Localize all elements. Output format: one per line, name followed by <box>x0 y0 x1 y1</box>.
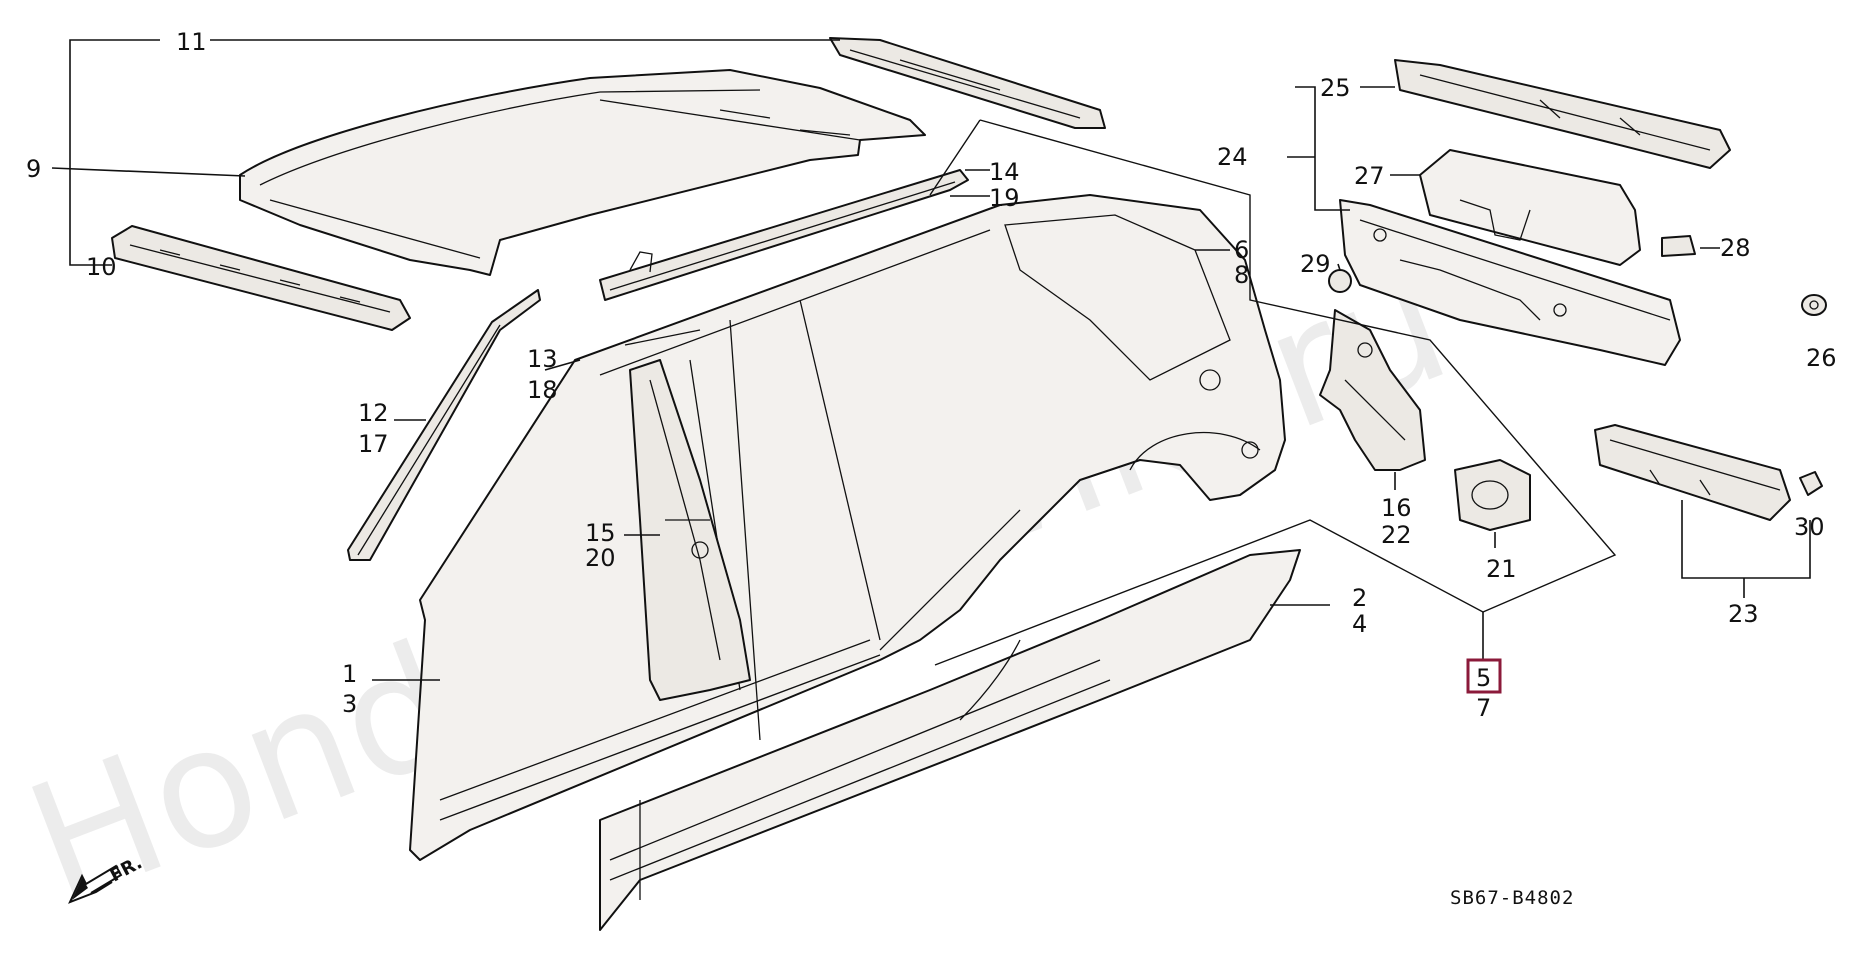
front-arrow-icon <box>68 864 123 904</box>
roof-panel-part <box>239 69 926 276</box>
callout-28[interactable]: 28 <box>1720 234 1751 262</box>
callout-19[interactable]: 19 <box>989 184 1020 212</box>
leader-lines <box>51 39 1811 681</box>
rear-upper-crossmember-part <box>1394 59 1731 169</box>
callouts: 11 9 10 12 17 13 18 14 19 6 8 15 20 1 3 … <box>26 28 1837 722</box>
callout-13[interactable]: 13 <box>527 345 558 373</box>
callout-9[interactable]: 9 <box>26 155 41 183</box>
nut-part <box>1799 471 1823 496</box>
callout-22[interactable]: 22 <box>1381 521 1412 549</box>
callout-6[interactable]: 6 <box>1234 236 1249 264</box>
wheelhouse-bracket-part <box>1319 309 1426 471</box>
callout-24[interactable]: 24 <box>1217 143 1248 171</box>
push-clip-part <box>1661 235 1696 257</box>
side-sill-part <box>599 549 1301 931</box>
callout-18[interactable]: 18 <box>527 376 558 404</box>
callout-15[interactable]: 15 <box>585 519 616 547</box>
drip-molding-part <box>347 289 541 561</box>
callout-26[interactable]: 26 <box>1806 344 1837 372</box>
rear-roof-rail-part <box>829 37 1106 129</box>
callout-21[interactable]: 21 <box>1486 555 1517 583</box>
callout-12[interactable]: 12 <box>358 399 389 427</box>
callout-30[interactable]: 30 <box>1794 513 1825 541</box>
clip-fastener-part <box>1328 269 1352 293</box>
callout-3[interactable]: 3 <box>342 690 357 718</box>
callout-7[interactable]: 7 <box>1476 694 1491 722</box>
roof-side-rail-part <box>599 169 969 301</box>
callout-8[interactable]: 8 <box>1234 261 1249 289</box>
outer-side-panel-part <box>409 194 1286 861</box>
callout-23[interactable]: 23 <box>1728 600 1759 628</box>
drawing-code: SB67-B4802 <box>1450 887 1574 909</box>
callout-17[interactable]: 17 <box>358 430 389 458</box>
callout-5[interactable]: 5 <box>1476 664 1491 692</box>
callout-27[interactable]: 27 <box>1354 162 1385 190</box>
callout-20[interactable]: 20 <box>585 544 616 572</box>
callout-14[interactable]: 14 <box>989 158 1020 186</box>
fuel-filler-housing-part <box>1454 459 1531 531</box>
center-pillar-part <box>629 359 751 701</box>
rear-inner-bracket-part <box>1419 149 1641 266</box>
rear-lower-bracket-part <box>1594 424 1791 521</box>
front-roof-rail-part <box>111 225 411 331</box>
callout-25[interactable]: 25 <box>1320 74 1351 102</box>
callout-5-highlight-box <box>1466 658 1502 694</box>
callout-1[interactable]: 1 <box>342 660 357 688</box>
callout-10[interactable]: 10 <box>86 253 117 281</box>
callout-16[interactable]: 16 <box>1381 494 1412 522</box>
callout-29[interactable]: 29 <box>1300 250 1331 278</box>
callout-2[interactable]: 2 <box>1352 584 1367 612</box>
callout-11[interactable]: 11 <box>176 28 207 56</box>
grommet-part <box>1801 294 1827 316</box>
callout-4[interactable]: 4 <box>1352 610 1367 638</box>
rear-panel-part <box>1339 199 1681 366</box>
